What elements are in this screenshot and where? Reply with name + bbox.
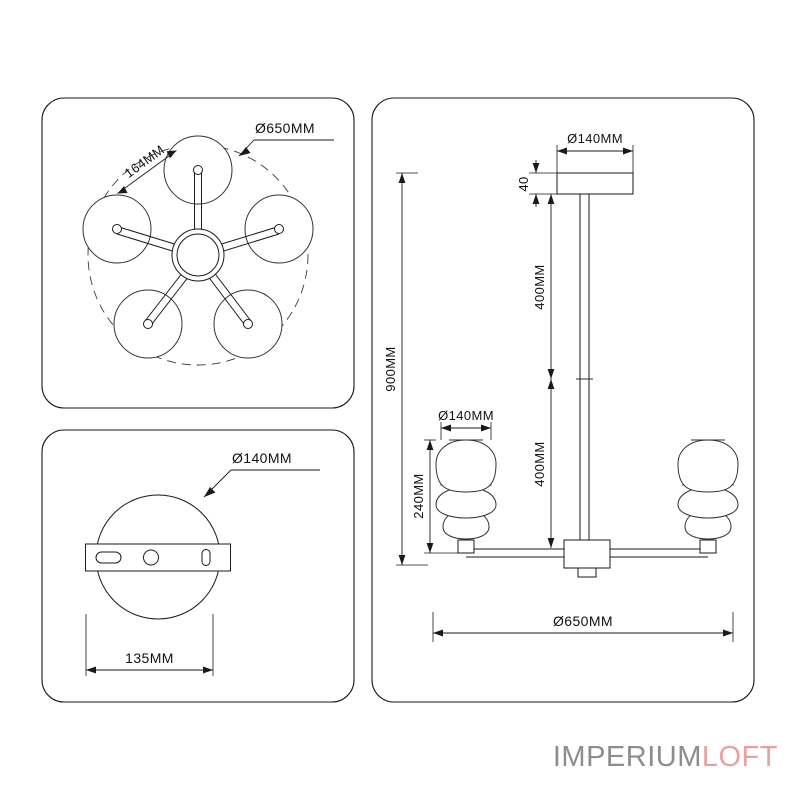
dimension-650mm-top-view: Ø650MM bbox=[238, 120, 334, 157]
elevation-hub-tab bbox=[577, 567, 597, 578]
dimension-900mm-label: 900MM bbox=[383, 346, 398, 391]
dimension-40: 40 bbox=[516, 160, 557, 207]
dimension-140mm-canopy: Ø140MM bbox=[203, 450, 320, 498]
brand-logo-secondary: LOFT bbox=[701, 741, 778, 773]
shade-right-dome bbox=[677, 439, 739, 493]
dimension-135mm-label: 135MM bbox=[125, 650, 174, 666]
bracket-slot-left bbox=[95, 551, 122, 564]
canopy-detail-drawing: Ø140MM 135MM bbox=[85, 450, 320, 676]
bracket-slot-right bbox=[201, 549, 211, 566]
socket-bottom-left bbox=[143, 319, 153, 329]
bracket-hole-center bbox=[143, 549, 159, 566]
shade-assembly-left bbox=[435, 439, 497, 554]
socket-right bbox=[274, 224, 284, 234]
elevation-hub bbox=[563, 539, 611, 569]
dimension-140mm-elevation-canopy: Ø140MM bbox=[556, 131, 634, 173]
dimension-900mm: 900MM bbox=[383, 172, 428, 566]
dimension-135mm: 135MM bbox=[85, 614, 214, 676]
dimension-140mm-elevation-canopy-label: Ø140MM bbox=[567, 131, 623, 146]
dimension-140mm-shade-label: Ø140MM bbox=[438, 408, 494, 423]
brand-logo-primary: IMPERIUM bbox=[552, 741, 702, 773]
dimension-400mm-lower-label: 400MM bbox=[532, 441, 547, 486]
dimension-650mm-top-view-label: Ø650MM bbox=[255, 120, 315, 136]
dimension-400mm-lower: 400MM bbox=[532, 379, 555, 548]
dimension-650mm-elevation-label: Ø650MM bbox=[553, 613, 613, 629]
hub-inner-circle bbox=[176, 233, 220, 277]
dimension-140mm-shade: Ø140MM bbox=[438, 408, 494, 440]
dimension-140mm-canopy-label: Ø140MM bbox=[232, 450, 292, 466]
shade-left-stem bbox=[457, 539, 475, 554]
brand-logo: IMPERIUMLOFT bbox=[553, 743, 778, 772]
elevation-canopy bbox=[556, 172, 634, 195]
socket-bottom-right bbox=[243, 319, 253, 329]
dimension-400mm-upper-label: 400MM bbox=[532, 264, 547, 309]
dimension-240mm-label: 240MM bbox=[411, 473, 426, 518]
top-view-drawing: 164MM Ø650MM bbox=[82, 120, 334, 366]
elevation-drawing: Ø140MM 40 400MM bbox=[383, 131, 739, 642]
socket-top bbox=[193, 165, 203, 175]
dimension-650mm-elevation: Ø650MM bbox=[432, 612, 734, 642]
shade-right-stem bbox=[699, 539, 717, 554]
shade-assembly-right bbox=[677, 439, 739, 554]
dimension-240mm: 240MM bbox=[411, 439, 458, 554]
dimension-40-label: 40 bbox=[516, 176, 531, 191]
shade-left-dome bbox=[435, 439, 497, 493]
dimension-400mm-upper: 400MM bbox=[532, 194, 555, 379]
socket-left bbox=[112, 224, 122, 234]
